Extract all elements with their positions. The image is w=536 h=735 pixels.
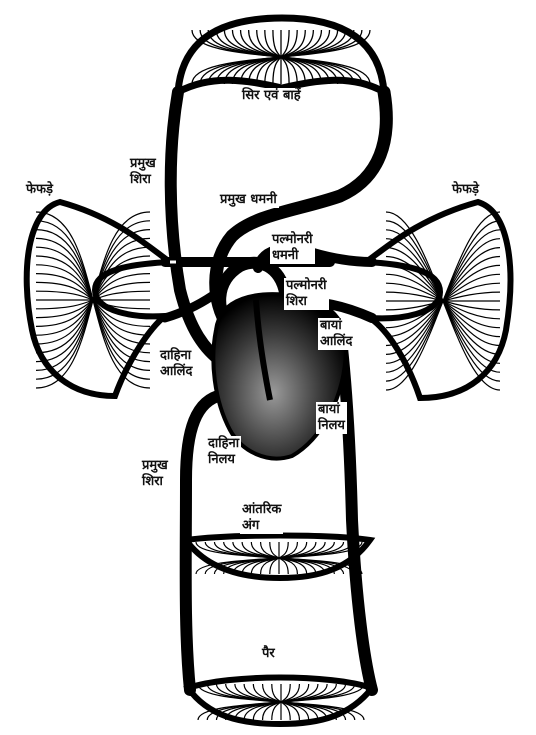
label-left-ventricle: बायांनिलय [316,402,347,434]
capillary-strand [385,211,501,391]
label-legs: पैर [260,646,277,662]
capillary-strand [191,29,371,85]
label-right-ventricle: दाहिनानिलय [206,436,242,468]
blood-vessels [160,85,393,696]
internal-organs-capillary-bed [180,532,376,582]
head-arms-capillary-bed [174,14,389,99]
descending-artery [334,324,378,696]
label-lungs-right: फेफड़े [452,182,480,197]
label-right-atrium: दाहिनाआलिंद [158,348,195,380]
left-lung-capillary-bed [23,198,179,400]
label-pulmonary-artery: पल्मोनरीधमनी [270,232,315,264]
legs-capillary-bed [183,674,377,728]
label-main-artery: प्रमुख धमनी [218,192,279,208]
capillary-strand [197,683,365,721]
label-pulmonary-vein: पल्मोनरीशिरा [284,278,329,310]
pulmonary-from-left-lung [160,291,217,323]
label-left-atrium: बायांआलिंद [318,318,355,350]
superior-vein [164,86,228,368]
capillary-strand [35,211,151,389]
label-lungs-left: फेफड़े [26,182,54,197]
label-head-arms: सिर एवं बाहें [240,88,303,104]
inferior-vein [179,389,228,696]
main-artery [209,85,393,333]
right-lung-capillary-bed [357,198,514,402]
